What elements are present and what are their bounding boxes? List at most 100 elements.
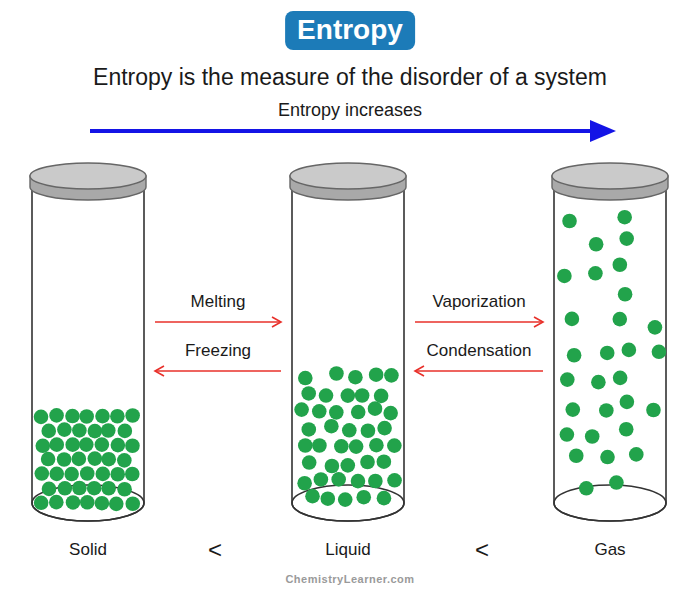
particle <box>567 348 582 363</box>
particle <box>95 409 110 424</box>
cylinder-drawing <box>549 158 671 565</box>
particle <box>49 437 64 452</box>
subtitle: Entropy is the measure of the disorder o… <box>93 64 607 90</box>
particle <box>383 406 398 421</box>
cylinder-base <box>292 485 404 521</box>
transition-label: Freezing <box>185 341 251 361</box>
particle <box>331 472 346 487</box>
particle <box>599 403 614 418</box>
particle <box>110 409 125 424</box>
particle <box>569 448 584 463</box>
particle <box>368 401 383 416</box>
particle <box>618 287 633 302</box>
particle <box>72 481 87 496</box>
transition-arrow <box>415 321 543 323</box>
arrow-label: Entropy increases <box>278 100 422 121</box>
particle <box>565 402 580 417</box>
particle <box>312 438 327 453</box>
particle <box>557 269 572 284</box>
particle <box>609 475 624 490</box>
particle <box>34 410 49 425</box>
particle <box>49 495 64 510</box>
transition-arrow <box>155 321 281 323</box>
particle <box>294 402 309 417</box>
particle <box>329 366 344 381</box>
particle <box>41 452 56 467</box>
particle <box>613 257 628 272</box>
particle <box>565 312 580 327</box>
particle <box>562 214 577 229</box>
cylinder-drawing <box>287 158 409 565</box>
particle <box>101 452 116 467</box>
particle <box>619 231 634 246</box>
title-text: Entropy <box>297 14 403 46</box>
particle <box>325 459 340 474</box>
particle <box>319 388 334 403</box>
particle <box>369 438 384 453</box>
particle <box>95 437 110 452</box>
particle <box>349 439 364 454</box>
cylinder-body <box>32 183 144 521</box>
particle <box>361 423 376 438</box>
particle <box>314 472 329 487</box>
transition-label: Melting <box>191 292 246 312</box>
particle <box>377 454 392 469</box>
particle <box>79 409 94 424</box>
state-cylinder: Gas <box>549 158 671 565</box>
particle <box>585 429 600 444</box>
cylinder-drawing <box>27 158 149 565</box>
particle <box>560 372 575 387</box>
state-label: Liquid <box>325 540 370 565</box>
particle <box>49 467 64 482</box>
particle <box>80 495 95 510</box>
particle <box>600 450 615 465</box>
particle <box>95 496 110 511</box>
particle <box>360 455 375 470</box>
particle <box>34 496 49 511</box>
transition-arrow <box>155 370 281 372</box>
particle <box>600 346 615 361</box>
particle <box>387 473 402 488</box>
comparison-sign: < <box>208 536 222 564</box>
particle <box>36 439 51 454</box>
entropy-arrow <box>90 129 592 133</box>
particle <box>612 312 627 327</box>
particle <box>579 481 594 496</box>
particle <box>355 388 370 403</box>
particle <box>617 210 632 225</box>
particle <box>589 237 604 252</box>
particle <box>377 491 392 506</box>
particle <box>58 481 73 496</box>
particle <box>374 389 389 404</box>
particle <box>342 423 357 438</box>
transition-arrow <box>415 370 543 372</box>
particle <box>622 343 637 358</box>
particle <box>110 467 125 482</box>
particle <box>117 482 132 497</box>
particle <box>87 481 102 496</box>
transition-label: Vaporization <box>432 292 525 312</box>
particle <box>41 424 56 439</box>
particle <box>298 371 313 386</box>
particle <box>101 423 116 438</box>
state-cylinder: Solid <box>27 158 149 565</box>
particle <box>96 467 111 482</box>
particle <box>88 424 103 439</box>
particle <box>80 466 95 481</box>
particle <box>387 438 402 453</box>
particle <box>118 424 133 439</box>
particle <box>88 451 103 466</box>
particle <box>588 266 603 281</box>
particle <box>560 427 575 442</box>
particle <box>301 422 316 437</box>
particle <box>125 408 140 423</box>
particle <box>125 438 140 453</box>
particle <box>620 395 635 410</box>
particle <box>302 455 317 470</box>
cylinder-lid-top <box>290 163 406 189</box>
particle <box>64 467 79 482</box>
particle <box>312 404 327 419</box>
particle <box>348 370 363 385</box>
particle <box>613 371 628 386</box>
transition-label: Condensation <box>427 341 532 361</box>
